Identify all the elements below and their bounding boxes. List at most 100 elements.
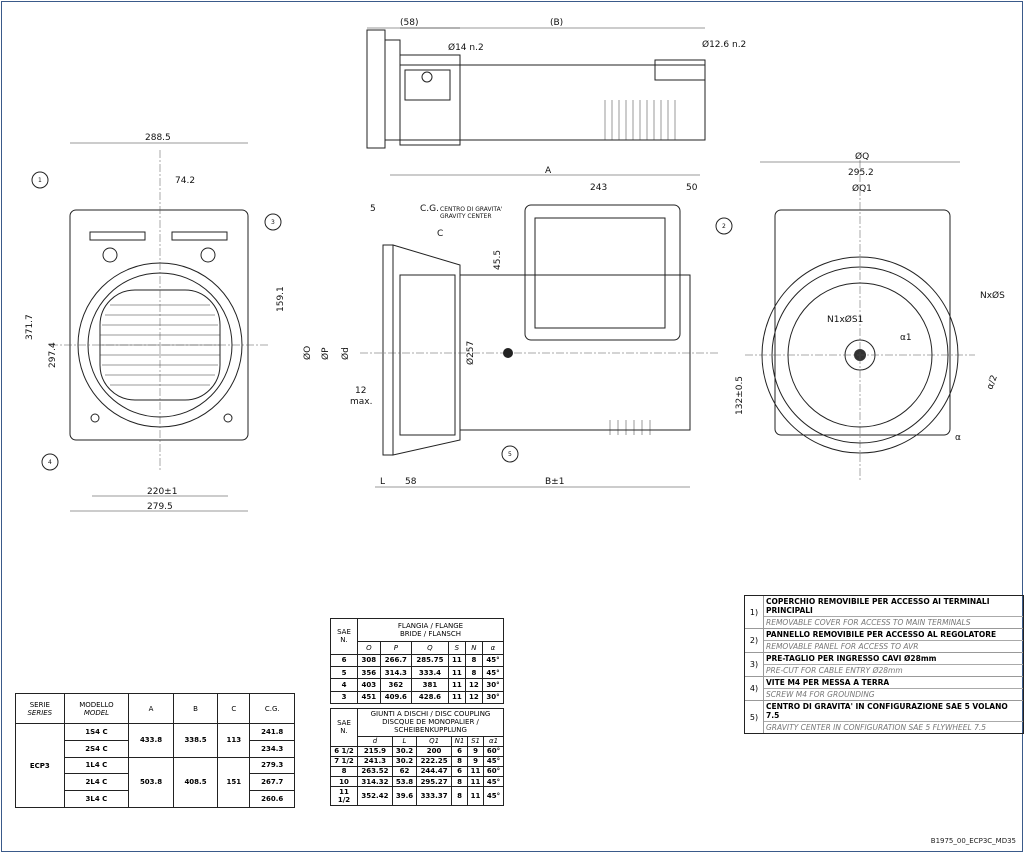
table-cell: 11 <box>447 690 466 705</box>
table-cell: 39.6 <box>391 786 418 806</box>
table-cell: 11 <box>447 653 466 667</box>
dim-279-5: 279.5 <box>147 502 173 512</box>
cg-cell: 234.3 <box>249 739 295 758</box>
note-number: 1) <box>745 596 764 628</box>
table-cell: 4 <box>330 678 358 692</box>
model-cell: 2L4 C <box>63 773 130 792</box>
table-cell: 8 <box>464 653 483 667</box>
table-cell: 45° <box>481 653 505 667</box>
table-cell: 11 <box>467 765 485 777</box>
table-cell: 7 1/2 <box>330 755 358 767</box>
c-cell: 113 <box>217 723 251 758</box>
callout-3: 3 <box>271 219 275 226</box>
cg-cell: 260.6 <box>249 790 295 808</box>
col-header: N <box>464 641 483 655</box>
dim-b-top: (B) <box>550 18 563 28</box>
model-cell: 1S4 C <box>63 723 130 741</box>
table-cell: 266.7 <box>379 653 412 667</box>
a-cell: 433.8 <box>128 723 174 758</box>
table-cell: 53.8 <box>391 775 418 788</box>
col-header: Q <box>410 641 449 655</box>
col-header: α <box>481 641 505 655</box>
col-header: d <box>357 735 393 747</box>
table-cell: 45° <box>483 755 504 767</box>
cg-cell: 241.8 <box>249 723 295 741</box>
callout-1: 1 <box>38 177 42 184</box>
side-view: A 243 50 5 C.G. CENTRO DI GRAVITA' GRAVI… <box>302 166 733 488</box>
table-cell: 8 <box>451 755 469 767</box>
table-cell: 403 <box>357 678 381 692</box>
table-cell: 215.9 <box>357 745 393 757</box>
table-cell: 356 <box>357 665 381 680</box>
table-cell: 381 <box>410 678 449 692</box>
h-serie: SERIE <box>29 700 50 709</box>
table-row: 3L4 C 260.6 <box>16 790 295 808</box>
cg-cell: 267.7 <box>249 773 295 792</box>
table-cell: 200 <box>416 745 453 757</box>
table-cell: 8 <box>330 765 358 777</box>
table-cell: 11 <box>467 786 485 806</box>
table-cell: 45° <box>481 665 505 680</box>
dim-288-5: 288.5 <box>145 133 171 143</box>
h-c: C <box>217 693 251 724</box>
table-cell: 314.3 <box>379 665 412 680</box>
model-cell: 1L4 C <box>63 756 130 775</box>
table-cell: 9 <box>467 745 485 757</box>
note-text-en: SCREW M4 FOR GROUNDING <box>766 690 875 699</box>
note-item: 2)PANNELLO REMOVIBILE PER ACCESSO AL REG… <box>745 629 1023 653</box>
table-cell: 30° <box>481 690 505 705</box>
dim-ns: NxØS <box>980 290 1005 301</box>
table-cell: 30° <box>481 678 505 692</box>
table-cell: 222.25 <box>416 755 453 767</box>
table-cell: 10 <box>330 775 358 788</box>
dim-74-2: 74.2 <box>175 176 195 186</box>
col-header: Q1 <box>416 735 453 747</box>
table-cell: 11 <box>447 678 466 692</box>
h-modello: MODELLO <box>79 700 114 709</box>
table-cell: 8 <box>451 775 469 788</box>
col-header: α1 <box>483 735 504 747</box>
dim-alpha-half: α/2 <box>985 374 999 391</box>
model-cell: 3L4 C <box>63 790 130 808</box>
table-cell: 6 <box>451 745 469 757</box>
table-cell: 5 <box>330 665 358 680</box>
table-cell: 12 <box>464 690 483 705</box>
front-view: 288.5 74.2 371.7 297.4 159.1 220±1 279.5… <box>25 133 286 512</box>
table-cell: 6 <box>330 653 358 667</box>
note-number: 5) <box>745 701 764 733</box>
cg-label-en: GRAVITY CENTER <box>440 213 492 220</box>
dim-alpha1: α1 <box>900 333 912 343</box>
table-cell: 362 <box>379 678 412 692</box>
col-header: S1 <box>467 735 485 747</box>
note-text-en: PRE-CUT FOR CABLE ENTRY Ø28mm <box>766 666 903 675</box>
sae-label: SAE <box>337 719 351 728</box>
dim-q1: ØQ1 <box>852 183 872 194</box>
note-text-it: PRE-TAGLIO PER INGRESSO CAVI Ø28mm <box>764 653 1023 665</box>
table-cell: 308 <box>357 653 381 667</box>
note-item: 5)CENTRO DI GRAVITA' IN CONFIGURAZIONE S… <box>745 701 1023 733</box>
dim-max: max. <box>350 397 372 407</box>
table-cell: 11 <box>447 665 466 680</box>
table-cell: 333.37 <box>416 786 453 806</box>
dim-243: 243 <box>590 183 607 193</box>
dim-p: ØP <box>320 347 331 360</box>
note-number: 4) <box>745 677 764 700</box>
h-cg: C.G. <box>249 693 295 724</box>
note-text-it: PANNELLO REMOVIBILE PER ACCESSO AL REGOL… <box>764 629 1023 641</box>
table-cell: 6 1/2 <box>330 745 358 757</box>
cg-label: C.G. <box>420 204 439 214</box>
note-number: 2) <box>745 629 764 652</box>
table-cell: 11 1/2 <box>330 786 358 806</box>
note-text-it: CENTRO DI GRAVITA' IN CONFIGURAZIONE SAE… <box>764 701 1023 722</box>
table-cell: 428.6 <box>410 690 449 705</box>
rear-view: ØQ 295.2 ØQ1 NxØS N1xØS1 α1 α/2 α 132±0.… <box>735 151 1005 480</box>
